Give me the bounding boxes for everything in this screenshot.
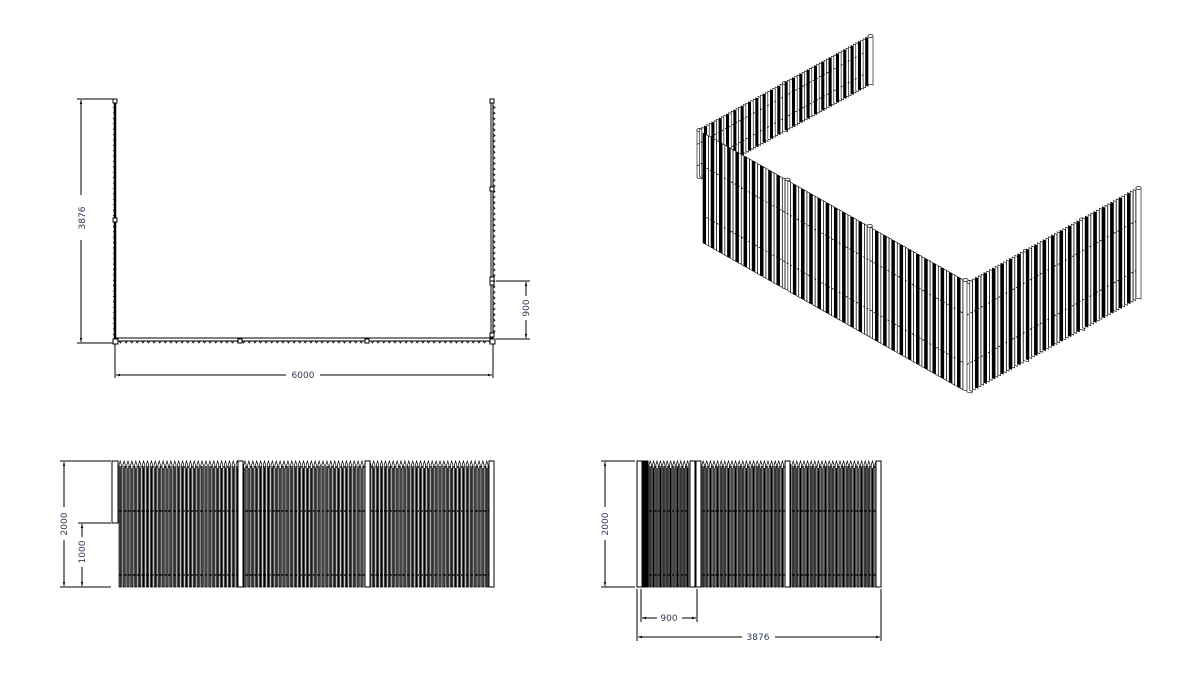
dim-side-height [601, 460, 635, 588]
plan-posts [112, 98, 496, 345]
dim-side-height-label: 2000 [601, 512, 611, 535]
side-pales [648, 459, 878, 588]
front-pales [118, 459, 493, 588]
dim-plan-gate [496, 280, 530, 340]
plan-bottom-pales [118, 340, 492, 344]
front-posts [111, 460, 495, 588]
dim-plan-width [114, 344, 494, 378]
dim-plan-depth [77, 98, 113, 344]
dim-plan-gate-label: 900 [522, 299, 532, 316]
side-elevation [601, 459, 882, 641]
dim-plan-depth-label: 3876 [78, 206, 88, 229]
isometric-view [696, 34, 1142, 394]
iso-right-fence [966, 186, 1142, 394]
side-posts [636, 460, 882, 588]
dim-side-gate [640, 589, 698, 622]
front-short-post [111, 460, 119, 524]
dim-side-width-label: 3876 [747, 633, 770, 643]
front-elevation [60, 459, 495, 588]
dim-front-height-label: 2000 [60, 512, 70, 535]
plan-right-pales [492, 105, 496, 334]
plan-view [77, 98, 530, 378]
dim-front-half-height-label: 1000 [78, 540, 88, 563]
dim-front-half-height [78, 522, 111, 586]
dim-side-gate-label: 900 [660, 614, 677, 624]
dim-side-width [636, 589, 882, 641]
dim-plan-width-label: 6000 [292, 371, 315, 381]
iso-left-fence [702, 132, 969, 392]
dim-front-height [60, 460, 111, 588]
